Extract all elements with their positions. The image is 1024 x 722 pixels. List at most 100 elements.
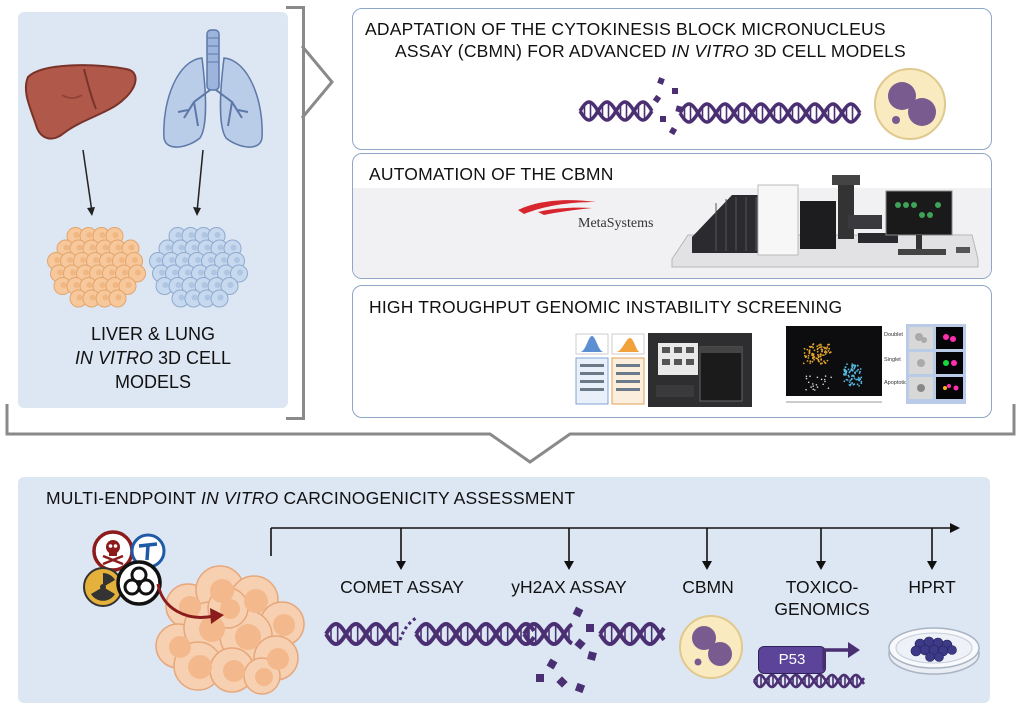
biohazard-icon bbox=[116, 560, 162, 606]
scatter-dot bbox=[845, 373, 847, 375]
cell-nucleus bbox=[102, 244, 109, 251]
scatter-dot bbox=[821, 362, 823, 365]
cell-nucleus bbox=[73, 232, 80, 238]
scatter-dot bbox=[812, 383, 814, 385]
cell-nucleus bbox=[178, 294, 185, 301]
bottom-bracket bbox=[5, 404, 1016, 464]
cell-nucleus bbox=[93, 257, 99, 263]
scatter-dot bbox=[804, 354, 806, 357]
scatter-dot bbox=[810, 386, 812, 388]
dna-strand-broken-left bbox=[578, 100, 654, 122]
scatter-dot bbox=[823, 351, 826, 354]
cell-nucleus bbox=[188, 232, 195, 238]
cell-nucleus bbox=[217, 244, 224, 251]
scatter-dot bbox=[813, 349, 816, 352]
cell-nucleus bbox=[67, 257, 73, 263]
scatter-dot bbox=[824, 380, 826, 383]
scatter-dot bbox=[819, 343, 822, 346]
metasystems-logo-swoosh bbox=[518, 200, 596, 215]
adaptation-title-line2: ASSAY (CBMN) FOR ADVANCED IN VITRO 3D CE… bbox=[395, 41, 906, 61]
cluster-cell-nucleus bbox=[223, 660, 245, 682]
left-label-italic: IN VITRO bbox=[74, 348, 153, 368]
scatter-dot bbox=[827, 343, 829, 346]
cell-nucleus bbox=[165, 244, 172, 251]
scatter-dot bbox=[809, 375, 811, 377]
left-label-line2: 3D CELL bbox=[152, 348, 232, 368]
cell-nucleus bbox=[175, 282, 182, 288]
cell-nucleus bbox=[188, 282, 195, 288]
scatter-dot bbox=[808, 349, 811, 351]
scatter-dot bbox=[812, 346, 814, 349]
endpoint-hprt: HPRT bbox=[908, 577, 956, 597]
bottom-title: MULTI-ENDPOINT IN VITRO CARCINOGENICITY … bbox=[46, 488, 576, 508]
image-gallery: Doublet Singlet Apoptotic bbox=[884, 326, 966, 406]
cell-nucleus bbox=[73, 282, 80, 288]
cell-nucleus bbox=[185, 269, 191, 276]
scatter-dot bbox=[856, 383, 859, 386]
scatter-dot bbox=[806, 348, 809, 351]
scatter-dot bbox=[816, 376, 819, 379]
scatter-dot bbox=[847, 368, 850, 371]
cell-nucleus bbox=[86, 282, 93, 288]
yh2ax-dna-fragments bbox=[536, 606, 597, 694]
scatter-dot bbox=[844, 368, 846, 371]
scatter-dot bbox=[809, 362, 812, 364]
scatter-dot bbox=[818, 360, 820, 363]
scatter-dot bbox=[853, 366, 856, 369]
scatter-dot bbox=[819, 355, 822, 358]
cell-nucleus bbox=[54, 257, 60, 263]
cell-nucleus bbox=[169, 257, 175, 263]
cell-nucleus bbox=[70, 269, 76, 276]
scatter-dot bbox=[817, 356, 820, 359]
scatter-dot bbox=[813, 358, 815, 361]
scatter-dot bbox=[848, 371, 851, 374]
cluster-cell-nucleus bbox=[255, 668, 273, 686]
scatter-dot bbox=[824, 347, 827, 349]
exposure-arrow bbox=[156, 583, 224, 624]
scatter-dot bbox=[808, 345, 811, 348]
arrow-liver-down bbox=[82, 149, 95, 216]
scatter-dot bbox=[816, 350, 819, 353]
scatter-dot bbox=[848, 384, 851, 386]
scatter-dot bbox=[824, 361, 826, 364]
cell-nucleus bbox=[178, 244, 185, 251]
automation-title: AUTOMATION OF THE CBMN bbox=[369, 164, 614, 184]
cluster-cell-nucleus bbox=[210, 579, 234, 603]
cell-nucleus bbox=[109, 269, 115, 276]
cell-nucleus bbox=[175, 232, 182, 238]
scatter-dot bbox=[815, 384, 818, 386]
p53-box: P53 bbox=[758, 646, 826, 674]
cluster-cell-nucleus bbox=[188, 655, 212, 679]
scatter-dot bbox=[812, 388, 814, 391]
liver-icon bbox=[24, 64, 137, 140]
scatter-dot bbox=[811, 354, 814, 357]
chevron-right-icon bbox=[300, 45, 334, 119]
cell-nucleus bbox=[191, 244, 198, 251]
dna-backbone bbox=[678, 102, 862, 124]
scatter-dot bbox=[808, 352, 811, 355]
scatter-dot bbox=[852, 383, 855, 386]
transcription-arrow-icon bbox=[822, 642, 860, 670]
cell-nucleus bbox=[224, 269, 230, 276]
scatter-dot bbox=[843, 380, 846, 383]
scatter-dot bbox=[806, 360, 809, 362]
left-bracket bbox=[286, 6, 305, 420]
dna-backbone bbox=[522, 621, 574, 647]
scatter-dot bbox=[856, 364, 859, 367]
cluster-cell-nucleus bbox=[169, 636, 191, 658]
scatter-dot bbox=[827, 387, 830, 389]
scatter-dot bbox=[807, 354, 810, 357]
gallery-label-doublet: Doublet bbox=[884, 332, 903, 338]
endpoint-timeline bbox=[270, 523, 960, 570]
dna-backbone bbox=[752, 673, 866, 689]
scatter-dot bbox=[805, 355, 808, 358]
scatter-dot bbox=[816, 357, 819, 360]
cell-nucleus bbox=[63, 244, 70, 251]
cluster-cell-nucleus bbox=[244, 589, 268, 613]
scatter-dot bbox=[823, 378, 826, 381]
imaging-flow-cytometer bbox=[648, 333, 752, 407]
gallery-label-singlet: Singlet bbox=[884, 357, 901, 363]
cell-nucleus bbox=[89, 244, 96, 251]
comet-dna-left bbox=[324, 621, 399, 647]
cell-nucleus bbox=[214, 232, 221, 238]
